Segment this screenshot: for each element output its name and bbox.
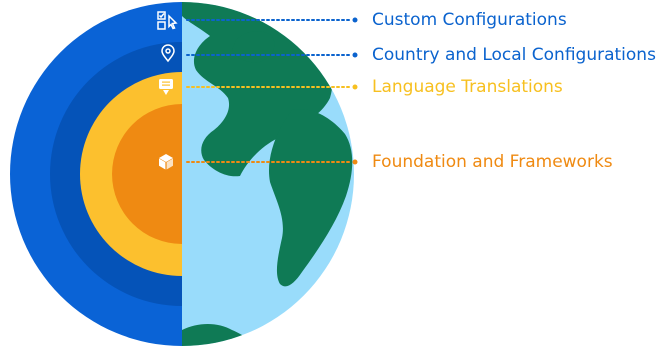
label-foundation-frameworks: Foundation and Frameworks xyxy=(372,152,613,172)
continent-north xyxy=(182,2,333,177)
label-country-local-configurations: Country and Local Configurations xyxy=(372,45,656,65)
cube-icon xyxy=(159,154,173,170)
config-cursor-icon xyxy=(157,11,178,30)
leader-dot-foundation xyxy=(352,159,358,165)
leader-dot-custom xyxy=(352,17,358,23)
label-custom-configurations: Custom Configurations xyxy=(372,10,567,30)
translation-pen-icon xyxy=(159,79,173,95)
leader-dot-country xyxy=(352,52,358,58)
location-pin-icon xyxy=(161,44,175,63)
label-language-translations: Language Translations xyxy=(372,77,563,97)
leader-dot-language xyxy=(352,84,358,90)
layer-foundation-core xyxy=(112,104,182,244)
continent-south xyxy=(268,109,353,287)
